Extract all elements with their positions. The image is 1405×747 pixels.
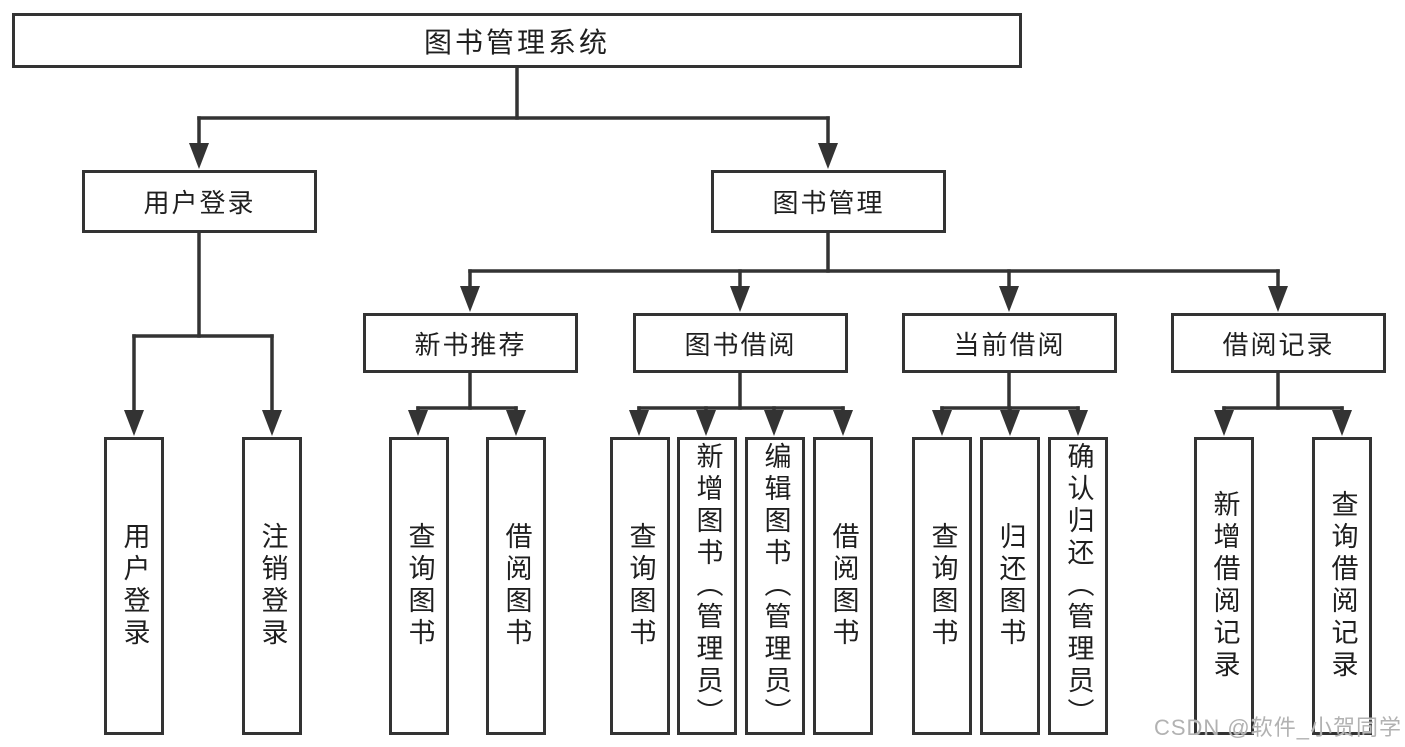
leaf-user-login: 用户登录 bbox=[104, 437, 164, 735]
node-current-borrowing: 当前借阅 bbox=[902, 313, 1117, 373]
node-borrowing-records: 借阅记录 bbox=[1171, 313, 1386, 373]
leaf-query-borrow-record: 查询借阅记录 bbox=[1312, 437, 1372, 735]
leaf-borrow-books-recommend: 借阅图书 bbox=[486, 437, 546, 735]
node-user-login: 用户登录 bbox=[82, 170, 317, 233]
leaf-borrow-books: 借阅图书 bbox=[813, 437, 873, 735]
leaf-add-borrow-record: 新增借阅记录 bbox=[1194, 437, 1254, 735]
leaf-confirm-return-admin: 确认归还（管理员） bbox=[1048, 437, 1108, 735]
node-library-management-system: 图书管理系统 bbox=[12, 13, 1022, 68]
leaf-query-books-recommend: 查询图书 bbox=[389, 437, 449, 735]
csdn-watermark: CSDN @软件_小贺同学 bbox=[1153, 715, 1402, 740]
node-book-borrowing: 图书借阅 bbox=[633, 313, 848, 373]
leaf-add-book-admin: 新增图书（管理员） bbox=[677, 437, 737, 735]
leaf-return-books: 归还图书 bbox=[980, 437, 1040, 735]
node-book-management: 图书管理 bbox=[711, 170, 946, 233]
leaf-query-books-current: 查询图书 bbox=[912, 437, 972, 735]
node-new-book-recommend: 新书推荐 bbox=[363, 313, 578, 373]
leaf-edit-book-admin: 编辑图书（管理员） bbox=[745, 437, 805, 735]
leaf-logout: 注销登录 bbox=[242, 437, 302, 735]
leaf-query-books-borrowing: 查询图书 bbox=[610, 437, 670, 735]
